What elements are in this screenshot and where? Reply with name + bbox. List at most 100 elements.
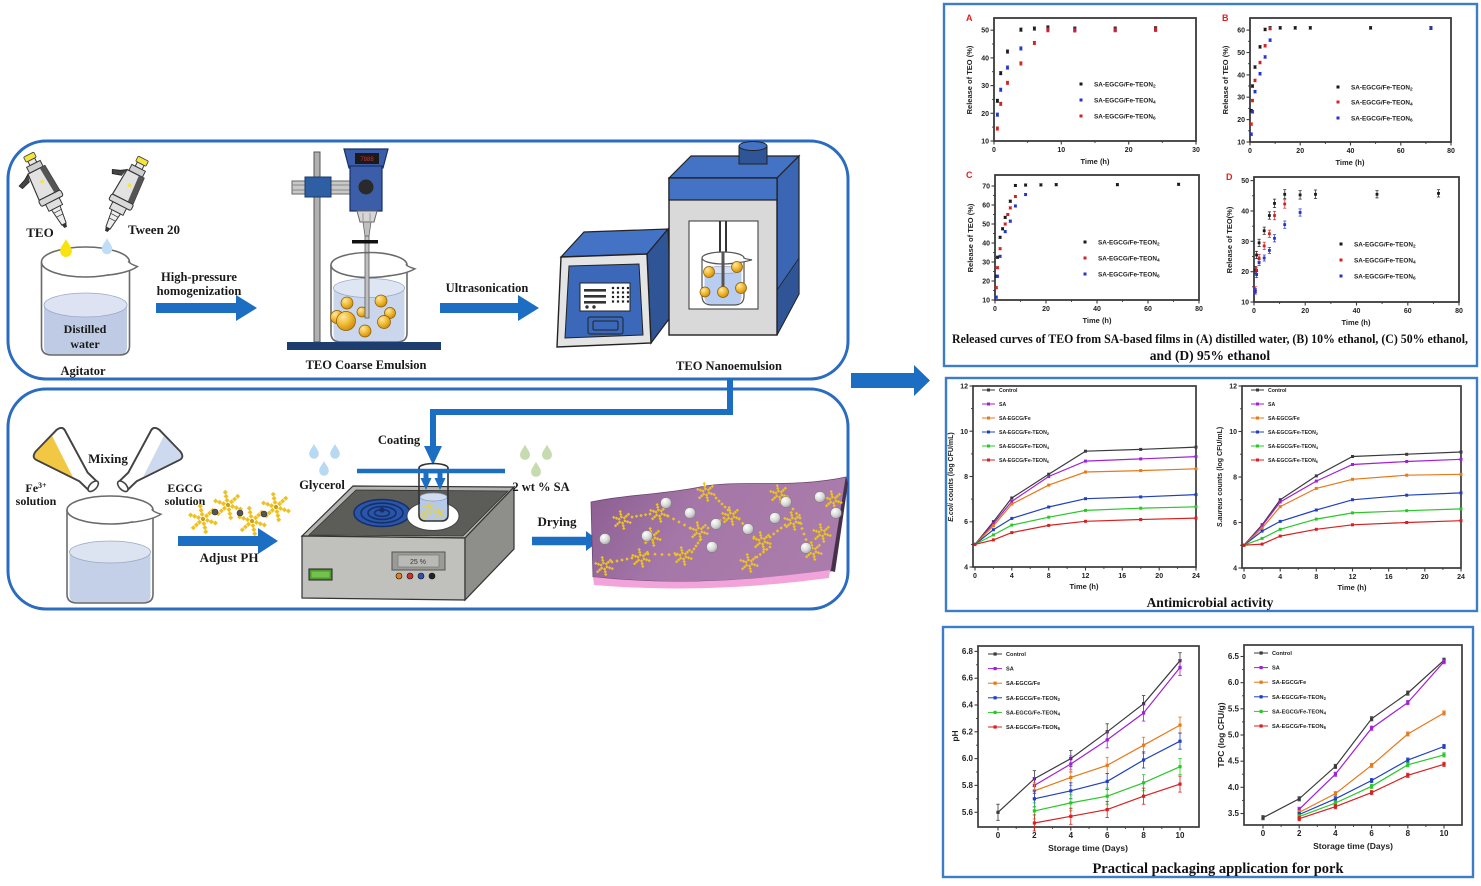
svg-text:SA-EGCG/Fe-TEON2: SA-EGCG/Fe-TEON2 [1351,85,1413,93]
svg-text:Practical packaging applicatio: Practical packaging application for pork [1092,861,1344,877]
svg-text:5.0: 5.0 [1228,731,1240,740]
svg-text:Antimicrobial activity: Antimicrobial activity [1147,595,1274,610]
svg-text:Release of TEO (%): Release of TEO (%) [966,203,975,272]
svg-text:SA-EGCG/Fe: SA-EGCG/Fe [999,416,1031,422]
svg-text:10: 10 [982,298,990,305]
svg-text:20: 20 [1237,117,1245,124]
svg-text:20: 20 [1241,269,1249,276]
svg-text:8: 8 [1406,829,1411,838]
svg-text:SA-EGCG/Fe-TEON4: SA-EGCG/Fe-TEON4 [1006,710,1061,716]
svg-text:Release of TEO (%): Release of TEO (%) [1221,45,1230,114]
svg-text:20: 20 [1421,574,1429,581]
svg-text:6.0: 6.0 [1228,678,1240,687]
svg-text:20: 20 [981,111,989,118]
svg-text:6.8: 6.8 [962,647,974,656]
svg-text:pH: pH [950,730,960,741]
svg-text:5.6: 5.6 [962,808,974,817]
svg-text:30: 30 [981,83,989,90]
svg-text:SA-EGCG/Fe-TEON2: SA-EGCG/Fe-TEON2 [1268,430,1319,436]
svg-text:0: 0 [1248,148,1252,155]
svg-text:SA: SA [1006,667,1014,673]
svg-text:E.coli counts (log CFU/mL): E.coli counts (log CFU/mL) [948,432,955,521]
svg-text:S.aureus counts (log CFU/mL): S.aureus counts (log CFU/mL) [1217,427,1224,527]
svg-text:8: 8 [964,474,968,481]
svg-text:0: 0 [973,573,977,580]
svg-text:5.8: 5.8 [962,781,974,790]
svg-text:Storage time (Days): Storage time (Days) [1048,843,1128,853]
svg-text:Ultrasonication: Ultrasonication [446,281,529,295]
svg-text:3.5: 3.5 [1228,809,1240,818]
svg-text:20: 20 [1125,147,1133,154]
svg-text:30: 30 [1237,95,1245,102]
svg-text:6.2: 6.2 [962,727,974,736]
svg-text:Distilled: Distilled [64,322,107,336]
svg-text:20: 20 [1296,148,1304,155]
svg-text:6: 6 [964,519,968,526]
svg-text:12: 12 [960,384,968,391]
svg-text:D: D [1226,172,1233,182]
svg-text:16: 16 [1118,573,1126,580]
svg-text:SA-EGCG/Fe-TEON6: SA-EGCG/Fe-TEON6 [1006,725,1061,731]
svg-text:0: 0 [993,306,997,313]
svg-text:Time (h): Time (h) [1337,583,1367,592]
svg-text:50: 50 [1237,50,1245,57]
svg-text:Tween 20: Tween 20 [128,222,180,237]
svg-text:16: 16 [1385,574,1393,581]
svg-text:Coating: Coating [378,433,421,447]
svg-text:SA-EGCG/Fe-TEON4: SA-EGCG/Fe-TEON4 [999,444,1050,450]
svg-text:6: 6 [1105,831,1110,840]
svg-text:Glycerol: Glycerol [299,478,345,492]
svg-text:40: 40 [981,55,989,62]
svg-text:4: 4 [964,565,968,572]
svg-text:Time (h): Time (h) [1069,582,1099,591]
svg-text:SA-EGCG/Fe-TEON4: SA-EGCG/Fe-TEON4 [1268,444,1319,450]
svg-text:Time (h): Time (h) [1335,158,1365,167]
svg-text:Time (h): Time (h) [1082,316,1112,325]
svg-text:Released curves of TEO from SA: Released curves of TEO from SA-based fil… [952,332,1468,346]
svg-text:80: 80 [1447,148,1455,155]
svg-text:0: 0 [1252,308,1256,315]
svg-text:20: 20 [1155,573,1163,580]
svg-text:6.5: 6.5 [1228,652,1240,661]
svg-text:SA-EGCG/Fe-TEON2: SA-EGCG/Fe-TEON2 [1006,696,1061,702]
svg-text:SA-EGCG/Fe: SA-EGCG/Fe [1272,680,1306,686]
svg-text:SA-EGCG/Fe-TEON2: SA-EGCG/Fe-TEON2 [999,430,1050,436]
svg-text:40: 40 [1241,209,1249,216]
svg-text:60: 60 [1144,306,1152,313]
svg-text:40: 40 [1093,306,1101,313]
svg-text:10: 10 [981,139,989,146]
svg-text:0: 0 [1261,829,1266,838]
svg-text:SA-EGCG/Fe-TEON6: SA-EGCG/Fe-TEON6 [1268,458,1319,464]
svg-text:SA-EGCG/Fe-TEON4: SA-EGCG/Fe-TEON4 [1351,100,1413,108]
svg-text:C: C [966,170,973,180]
svg-text:5.5: 5.5 [1228,704,1240,713]
svg-text:SA-EGCG/Fe-TEON6: SA-EGCG/Fe-TEON6 [999,458,1050,464]
svg-text:SA-EGCG/Fe-TEON6: SA-EGCG/Fe-TEON6 [1094,114,1156,122]
svg-text:SA-EGCG/Fe-TEON2: SA-EGCG/Fe-TEON2 [1272,695,1327,701]
svg-text:30: 30 [1241,239,1249,246]
svg-text:4: 4 [1333,829,1338,838]
svg-text:B: B [1222,13,1229,23]
svg-text:25 %: 25 % [410,559,426,566]
svg-text:20: 20 [982,279,990,286]
svg-text:SA-EGCG/Fe-TEON6: SA-EGCG/Fe-TEON6 [1354,274,1416,282]
svg-text:Time (h): Time (h) [1080,157,1110,166]
svg-text:8: 8 [1141,831,1146,840]
svg-text:SA: SA [1272,666,1280,672]
svg-text:40: 40 [1353,308,1361,315]
svg-text:SA-EGCG/Fe-TEON4: SA-EGCG/Fe-TEON4 [1098,256,1160,264]
svg-text:20: 20 [1042,306,1050,313]
svg-text:7888: 7888 [360,157,374,163]
svg-text:SA: SA [1268,402,1275,408]
svg-text:6.4: 6.4 [962,701,974,710]
svg-text:TEO: TEO [26,225,53,240]
svg-text:12: 12 [1349,574,1357,581]
svg-text:12: 12 [1229,384,1237,391]
svg-text:Drying: Drying [538,514,578,529]
svg-text:Time (h): Time (h) [1341,318,1371,327]
svg-text:60: 60 [1404,308,1412,315]
svg-text:60: 60 [1237,28,1245,35]
svg-text:SA-EGCG/Fe-TEON4: SA-EGCG/Fe-TEON4 [1272,709,1327,715]
svg-text:homogenization: homogenization [157,284,242,298]
svg-text:6: 6 [1369,829,1374,838]
